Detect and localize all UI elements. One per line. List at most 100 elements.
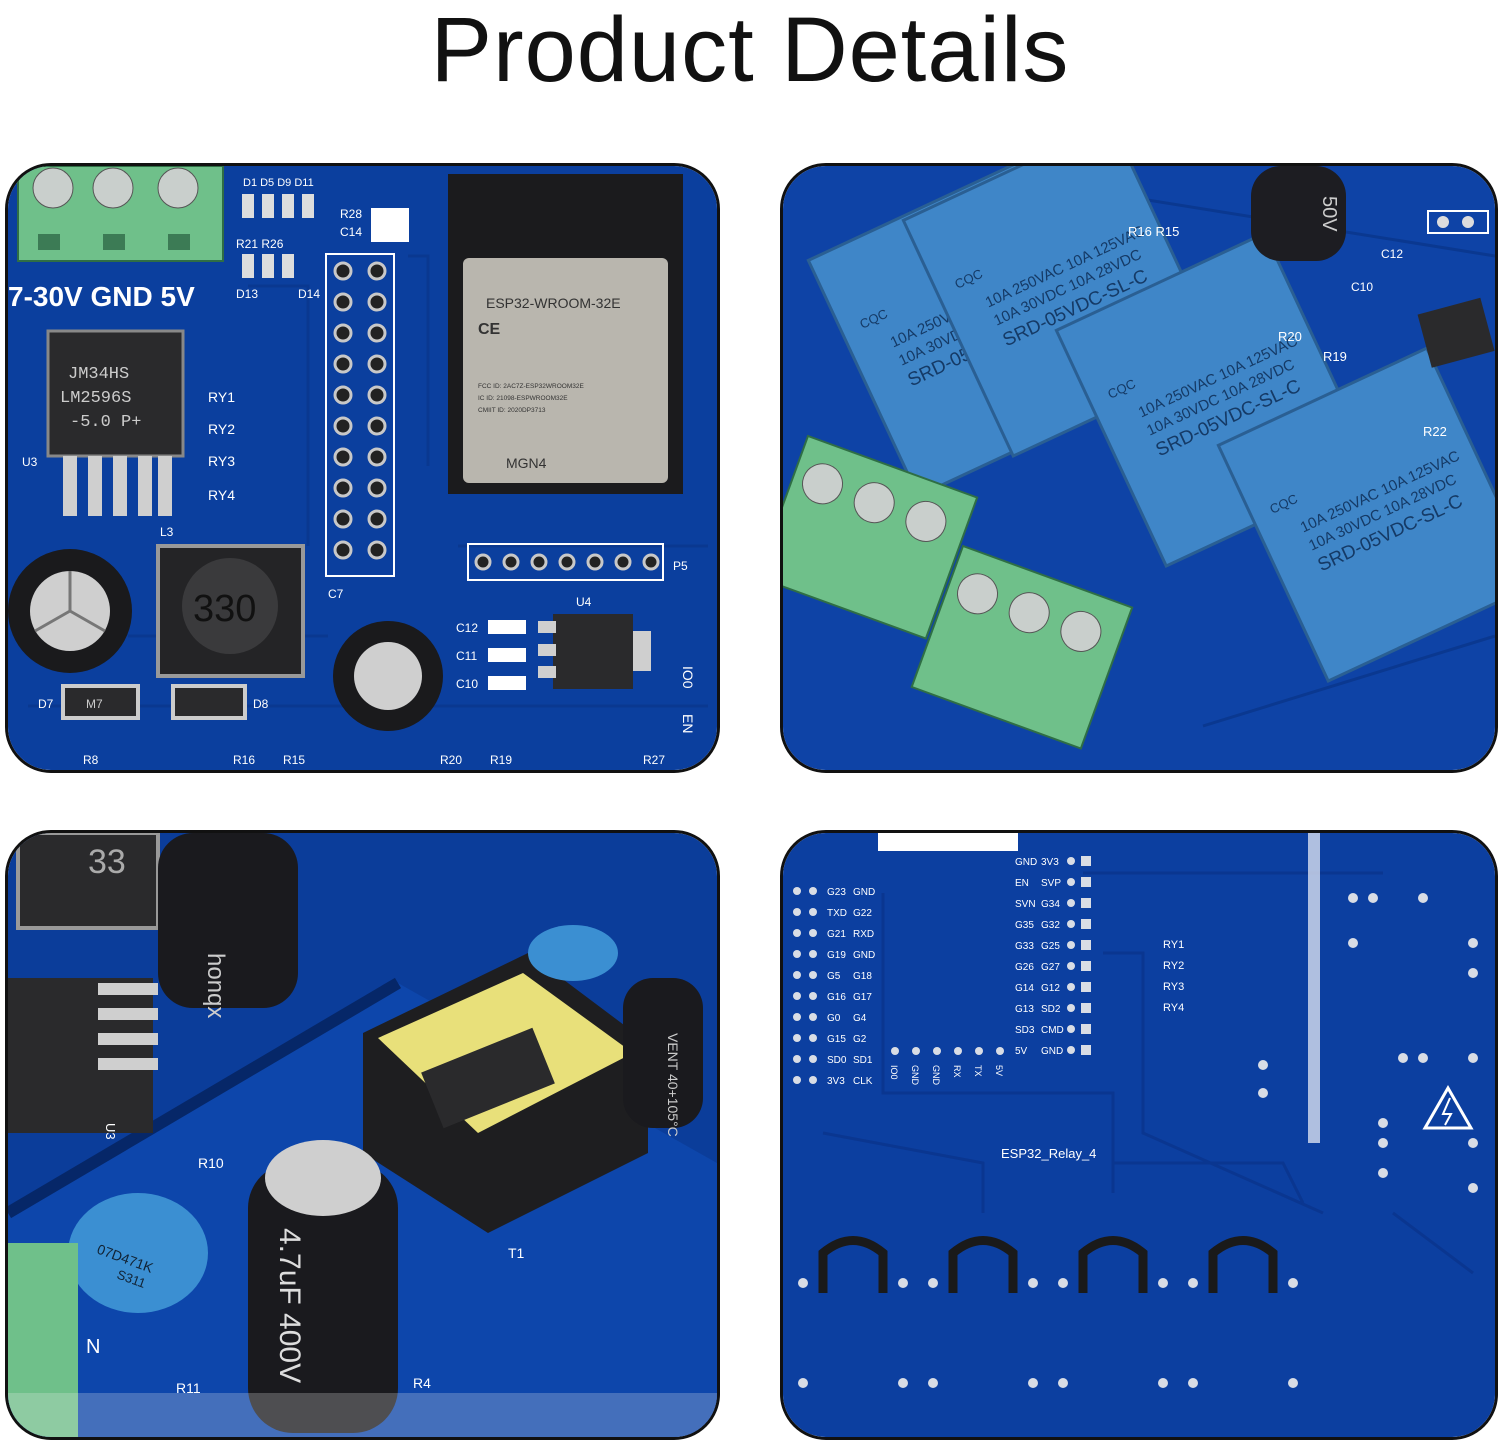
- c11-label: C11: [456, 649, 477, 663]
- r4-label: R4: [413, 1375, 431, 1391]
- pin-label: G5: [827, 971, 841, 982]
- pin-label: SD1: [853, 1055, 873, 1066]
- panel-power-supply: 33 honqx U3 VENT 40+105°C 4.7uF 400V 07D…: [5, 830, 720, 1440]
- r21-r26-label: R21 R26: [236, 237, 284, 251]
- via: [1468, 1138, 1478, 1148]
- via: [1418, 1053, 1428, 1063]
- pin-label: G33: [1015, 941, 1034, 952]
- terminal-screw: [905, 500, 947, 542]
- terminal-block: [783, 434, 979, 640]
- electrolytic-cap-top: honqx: [158, 833, 298, 1018]
- terminal-green: [8, 1243, 78, 1437]
- board-edge: [8, 1393, 717, 1437]
- ry4-label: RY4: [1163, 1002, 1184, 1014]
- pad: [1081, 1045, 1091, 1055]
- pin-label: EN: [1015, 878, 1029, 889]
- smd-pad: [371, 208, 409, 242]
- via: [1058, 1278, 1068, 1288]
- ry2-label: RY2: [1163, 960, 1184, 972]
- via: [1258, 1088, 1268, 1098]
- header-pin: [333, 416, 353, 436]
- via: [1378, 1168, 1388, 1178]
- via: [793, 971, 801, 979]
- via: [891, 1047, 899, 1055]
- pin-label: G13: [1015, 1004, 1034, 1015]
- pad: [1081, 961, 1091, 971]
- svg-text:50V: 50V: [1318, 196, 1340, 232]
- via: [809, 992, 817, 1000]
- header-pin: [530, 553, 548, 571]
- vias: [798, 893, 1478, 1388]
- terminal-screw: [853, 482, 895, 524]
- terminal-label: 7-30V GND 5V: [8, 281, 195, 312]
- pin-label: SD2: [1041, 1004, 1061, 1015]
- via: [933, 1047, 941, 1055]
- electrolytic-cap-small: VENT 40+105°C: [623, 978, 703, 1137]
- c10-label: C10: [1351, 280, 1373, 294]
- pin-label: RXD: [853, 929, 874, 940]
- pin-label: SVN: [1015, 899, 1036, 910]
- header-pin: [333, 385, 353, 405]
- pin-label: 5V: [1015, 1046, 1028, 1057]
- via: [793, 992, 801, 1000]
- d14-label: D14: [298, 287, 320, 301]
- pin-label: SD0: [827, 1055, 847, 1066]
- pin-label: G34: [1041, 899, 1060, 910]
- u4-label: U4: [576, 595, 592, 609]
- terminal-screw: [1008, 592, 1050, 634]
- via: [1398, 1053, 1408, 1063]
- header-pin-label: 5V: [994, 1065, 1004, 1076]
- varistor-07d471k: 07D471K S311: [68, 1193, 208, 1313]
- pin-label: SD3: [1015, 1025, 1035, 1036]
- via: [1348, 893, 1358, 903]
- r10-label: R10: [198, 1155, 224, 1171]
- regulator-chip: [1417, 297, 1495, 368]
- ry1-label: RY1: [1163, 939, 1184, 951]
- via: [809, 929, 817, 937]
- pin-label: G21: [827, 929, 846, 940]
- pin-label: G19: [827, 950, 846, 961]
- via: [954, 1047, 962, 1055]
- page-title: Product Details: [430, 0, 1070, 101]
- header-pin: [333, 509, 353, 529]
- r22-label: R22: [1423, 424, 1447, 439]
- isolation-slot: [8, 977, 402, 1219]
- header-pin: [474, 553, 492, 571]
- ry1-label: RY1: [208, 389, 235, 405]
- header-pin: [642, 553, 660, 571]
- header-pin: [333, 261, 353, 281]
- header-pin-label: RX: [952, 1065, 962, 1078]
- smd-diodes: [242, 194, 314, 278]
- c12-label: C12: [1381, 247, 1403, 261]
- svg-text:LM2596S: LM2596S: [60, 389, 131, 408]
- r15-label: R15: [283, 753, 305, 767]
- c10-label: C10: [456, 677, 478, 691]
- svg-text:CE: CE: [478, 321, 501, 338]
- u3-label: U3: [22, 455, 38, 469]
- pin-label: G26: [1015, 962, 1034, 973]
- via: [1067, 983, 1075, 991]
- header-pin: [333, 323, 353, 343]
- pin-label: TXD: [827, 908, 847, 919]
- pin-label: G4: [853, 1013, 867, 1024]
- electrolytic-cap-mid: [333, 621, 443, 731]
- svg-text:MGN4: MGN4: [506, 455, 547, 471]
- d7-label: D7: [38, 697, 54, 711]
- pin-label: G12: [1041, 983, 1060, 994]
- header-pin: [367, 540, 387, 560]
- header-pin-label: GND: [931, 1065, 941, 1086]
- u3-chip: [8, 978, 158, 1133]
- terminal-screw: [957, 573, 999, 615]
- pcb-traces: [822, 871, 1474, 1275]
- header-pin: [333, 292, 353, 312]
- en-label: EN: [680, 714, 696, 733]
- via: [1288, 1278, 1298, 1288]
- r19-label: R19: [1323, 349, 1347, 364]
- via: [1288, 1378, 1298, 1388]
- pin-label: G15: [827, 1034, 846, 1045]
- pin-label: G16: [827, 992, 846, 1003]
